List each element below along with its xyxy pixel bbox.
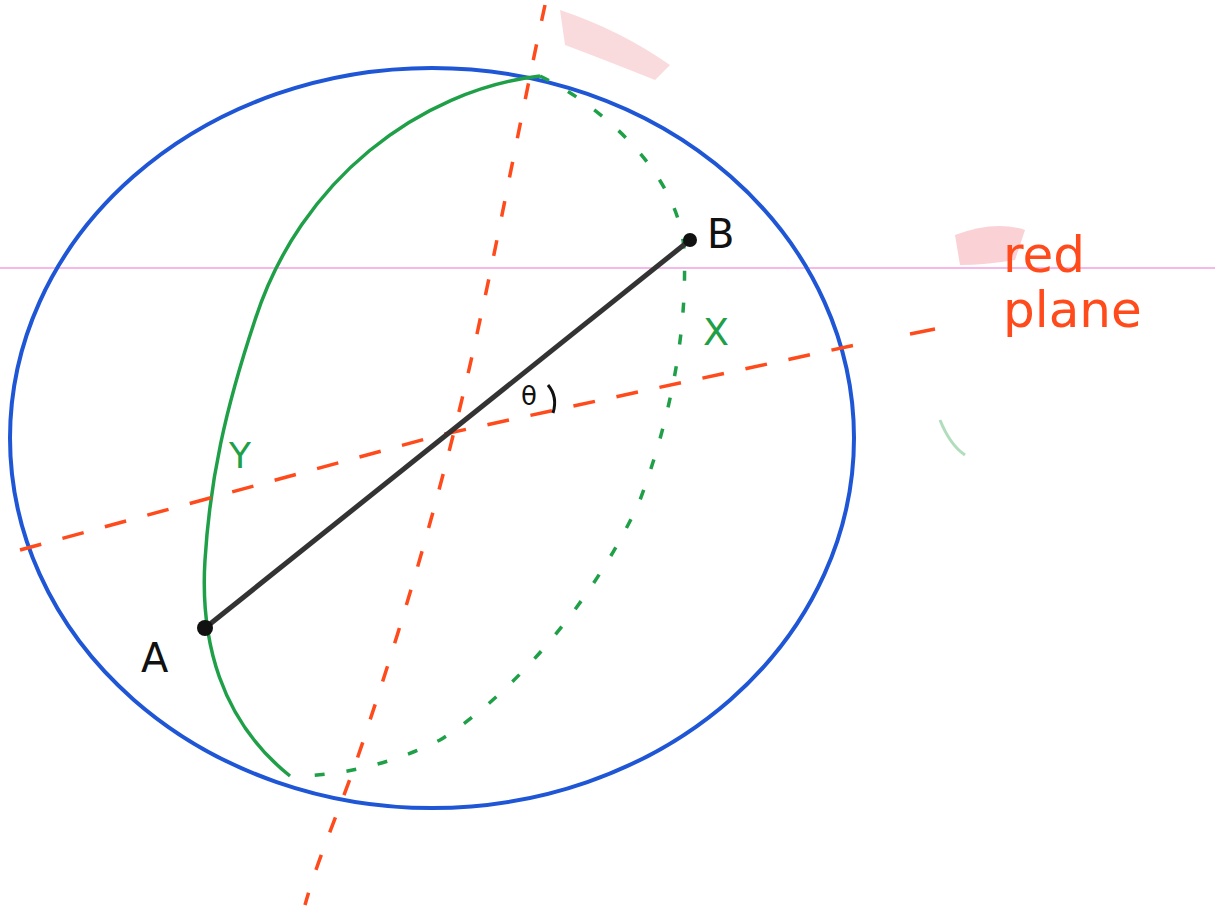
point-a	[197, 620, 213, 636]
plane-note: red plane	[1000, 228, 1206, 338]
marker-smudge	[560, 10, 670, 80]
point-b	[683, 233, 697, 247]
angle-label: θ	[518, 382, 540, 411]
angle-arc	[548, 385, 555, 413]
point-label: A	[138, 636, 171, 680]
red-plane-horizontal	[910, 329, 935, 334]
red-plane-horizontal	[20, 345, 855, 550]
marker-smudge	[940, 420, 965, 455]
sphere-outline	[10, 68, 854, 808]
point-label: B	[704, 212, 737, 256]
point-label: X	[700, 312, 732, 354]
chord-ab	[205, 240, 690, 628]
great-circle-back	[300, 76, 685, 776]
point-label: Y	[226, 436, 254, 476]
